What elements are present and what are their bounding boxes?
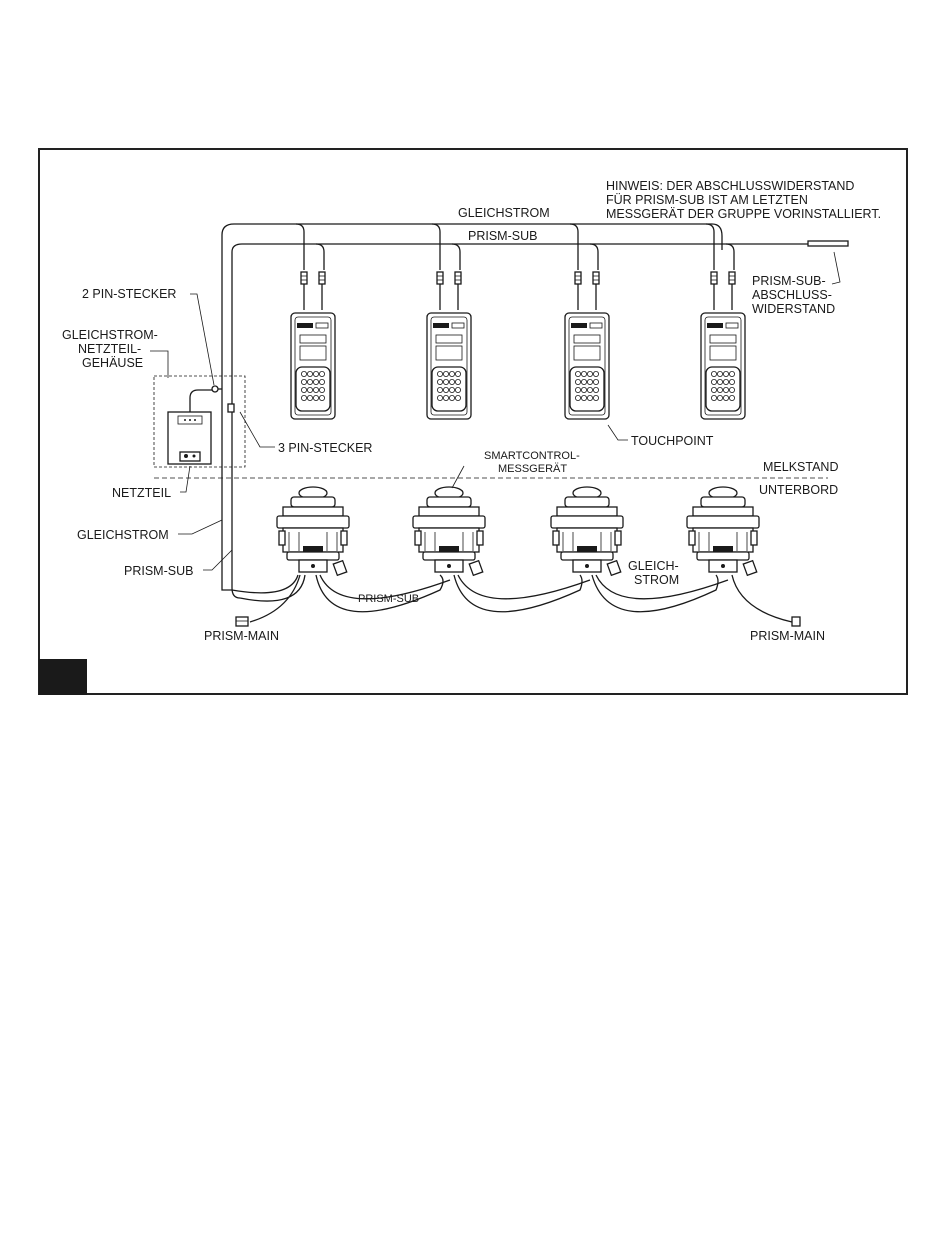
touchpoint-label: TOUCHPOINT [631, 434, 714, 448]
3-pin-connector-icon [227, 403, 235, 413]
prism-sub-top-label: PRISM-SUB [468, 229, 537, 243]
note-line-1: HINWEIS: DER ABSCHLUSSWIDERSTAND [606, 179, 854, 193]
terminator-label-1: PRISM-SUB- [752, 274, 826, 288]
prism-sub-left-label: PRISM-SUB [124, 564, 193, 578]
figure-frame [38, 148, 908, 695]
touchpoint-3 [564, 271, 610, 420]
touchpoint-4 [700, 271, 746, 420]
prism-main-right-plug-icon [791, 616, 801, 627]
smartcontrol-meter-4 [686, 486, 760, 576]
housing-label-1: GLEICHSTROM- [62, 328, 158, 342]
melkstand-label: MELKSTAND [763, 460, 838, 474]
smartcontrol-label-1: SMARTCONTROL- [484, 450, 580, 462]
2-pin-connector-icon [211, 385, 219, 393]
gleich-strom-label-2: STROM [634, 573, 679, 587]
touchpoint-2 [426, 271, 472, 420]
bottom-cabling [231, 574, 793, 623]
smartcontrol-meter-3 [550, 486, 624, 576]
pin3-label: 3 PIN-STECKER [278, 441, 372, 455]
smartcontrol-meter-2 [412, 486, 486, 576]
note-line-2: FÜR PRISM-SUB IST AM LETZTEN [606, 193, 808, 207]
touchpoint-drops [295, 223, 735, 270]
prism-main-right-label: PRISM-MAIN [750, 629, 825, 643]
prism-sub-bottom-label: PRISM-SUB [358, 593, 419, 605]
note-line-3: MESSGERÄT DER GRUPPE VORINSTALLIERT. [606, 207, 881, 221]
prism-sub-bus [231, 243, 808, 599]
netzteil-label: NETZTEIL [112, 486, 171, 500]
terminator-label-2: ABSCHLUSS- [752, 288, 832, 302]
smartcontrol-label-2: MESSGERÄT [498, 463, 567, 475]
housing-label-3: GEHÄUSE [82, 356, 143, 370]
housing-label-2: NETZTEIL- [78, 342, 141, 356]
unterbord-label: UNTERBORD [759, 483, 838, 497]
pin2-label: 2 PIN-STECKER [82, 287, 176, 301]
prism-main-left-plug-icon [235, 616, 249, 627]
prism-main-left-label: PRISM-MAIN [204, 629, 279, 643]
corner-block [39, 659, 87, 695]
touchpoint-1 [290, 271, 336, 420]
gleichstrom-left-label: GLEICHSTROM [77, 528, 169, 542]
gleichstrom-bus [221, 223, 723, 591]
gleich-strom-label-1: GLEICH- [628, 559, 679, 573]
gleichstrom-top-label: GLEICHSTROM [458, 206, 550, 220]
smartcontrol-meter-1 [276, 486, 350, 576]
terminator-resistor [807, 240, 849, 247]
terminator-label-3: WIDERSTAND [752, 302, 835, 316]
